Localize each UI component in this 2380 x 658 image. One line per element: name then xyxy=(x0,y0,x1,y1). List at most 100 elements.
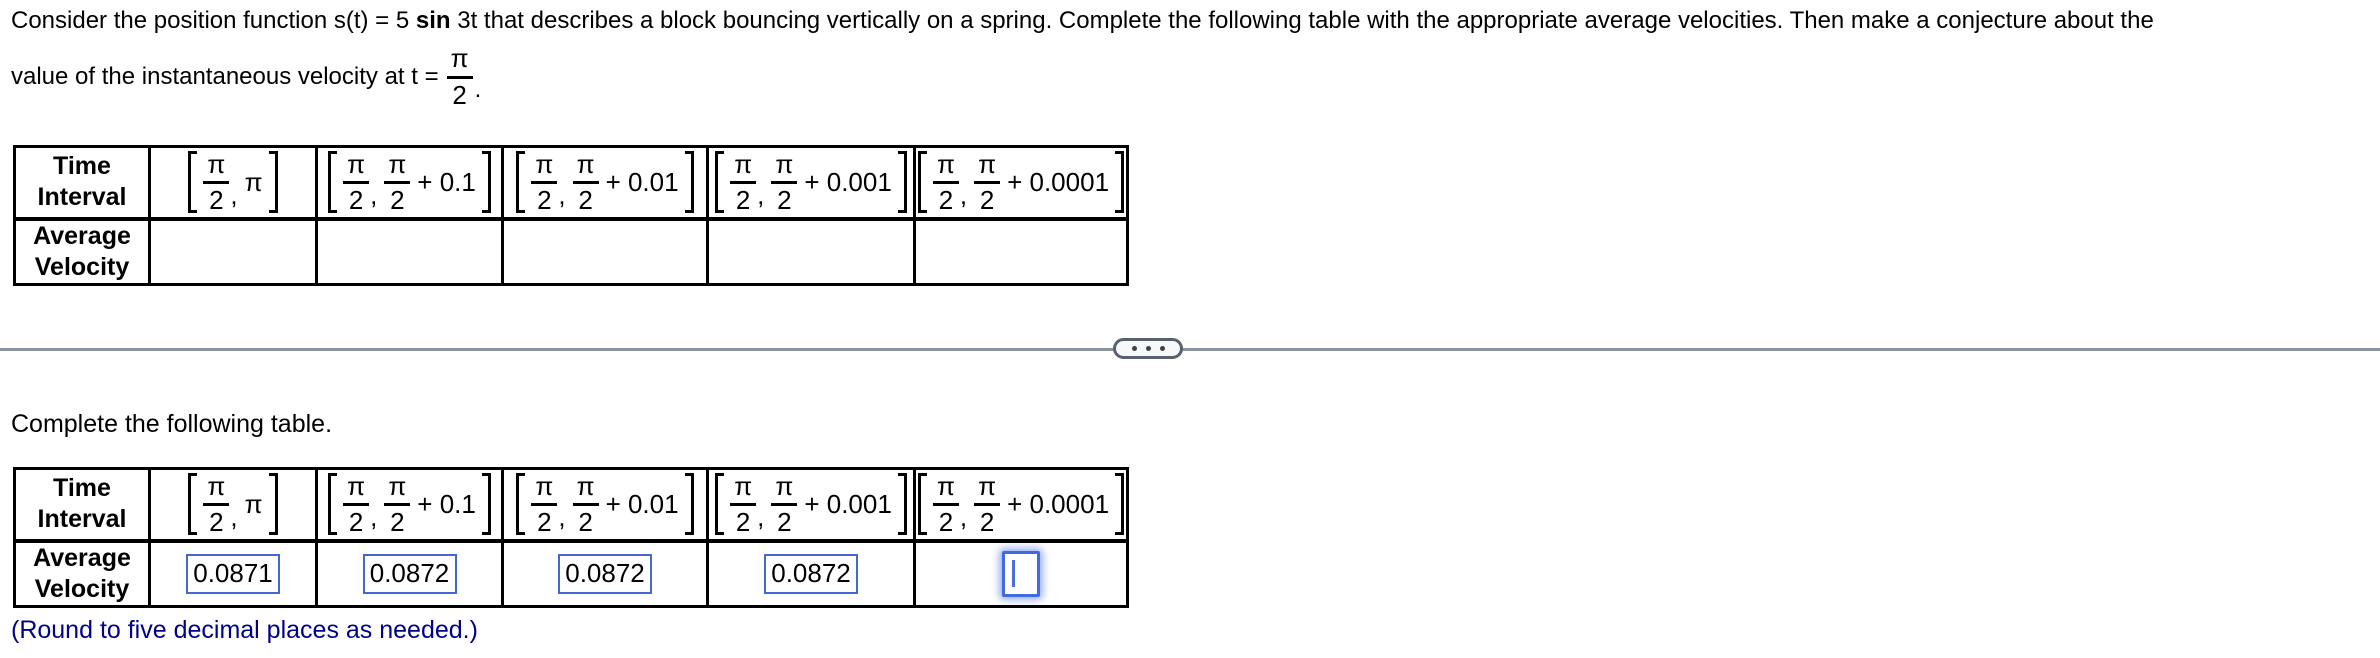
statement-text: 3t that describes a block bouncing verti… xyxy=(450,7,2154,34)
right-bracket-icon xyxy=(1115,473,1125,536)
average-velocity-input-5-active[interactable] xyxy=(1002,550,1040,597)
average-velocity-input-1[interactable]: 0.0871 xyxy=(186,553,280,594)
interval-addend: + 0.001 xyxy=(804,488,892,519)
statement-text: value of the instantaneous velocity at t… xyxy=(11,63,439,90)
right-bracket-icon xyxy=(684,151,694,214)
left-bracket-icon xyxy=(917,151,927,214)
empty-velocity-cell xyxy=(315,217,504,286)
comma: , xyxy=(370,179,378,210)
interval-endpoint-pi: π xyxy=(244,488,263,519)
interval-addend: + 0.01 xyxy=(605,488,679,519)
velocity-answer-cell: 0.0872 xyxy=(501,539,709,608)
ellipsis-icon xyxy=(1131,346,1137,351)
right-bracket-icon xyxy=(897,473,907,536)
problem-statement-line1: Consider the position function s(t) = 5 … xyxy=(11,7,2154,35)
average-velocity-input-4[interactable]: 0.0872 xyxy=(764,553,858,594)
comma: , xyxy=(959,501,968,532)
comma: , xyxy=(370,501,378,532)
right-bracket-icon xyxy=(268,473,278,536)
right-bracket-icon xyxy=(268,151,278,214)
statement-bold-sin: sin xyxy=(415,7,451,34)
period: . xyxy=(474,76,482,103)
interval-addend: + 0.1 xyxy=(417,166,476,197)
right-bracket-icon xyxy=(897,151,907,214)
left-bracket-icon xyxy=(516,473,526,536)
right-bracket-icon xyxy=(684,473,694,536)
empty-velocity-cell xyxy=(501,217,709,286)
ellipsis-icon xyxy=(1159,346,1165,351)
left-bracket-icon xyxy=(328,151,338,214)
left-bracket-icon xyxy=(917,473,927,536)
rounding-note: (Round to five decimal places as needed.… xyxy=(11,616,478,644)
ellipsis-icon xyxy=(1145,346,1151,351)
average-velocity-input-3[interactable]: 0.0872 xyxy=(558,553,652,594)
right-bracket-icon xyxy=(1115,151,1125,214)
left-bracket-icon xyxy=(715,473,725,536)
left-bracket-icon xyxy=(328,473,338,536)
velocity-answer-cell: 0.0872 xyxy=(706,539,916,608)
fraction-denominator: 2 xyxy=(452,80,467,110)
velocity-answer-cell xyxy=(913,539,1129,608)
empty-velocity-cell xyxy=(913,217,1129,286)
interval-addend: + 0.001 xyxy=(804,166,892,197)
comma: , xyxy=(757,179,765,210)
problem-statement-line2: value of the instantaneous velocity at t… xyxy=(11,44,482,110)
empty-velocity-cell xyxy=(148,217,318,286)
divider-ellipsis-button[interactable] xyxy=(1113,338,1183,359)
comma: , xyxy=(757,501,765,532)
comma: , xyxy=(230,179,238,210)
interval-addend: + 0.0001 xyxy=(1007,488,1110,519)
comma: , xyxy=(230,501,238,532)
interval-addend: + 0.1 xyxy=(417,488,476,519)
left-bracket-icon xyxy=(188,151,198,214)
answer-prompt: Complete the following table. xyxy=(11,410,333,438)
comma: , xyxy=(558,501,566,532)
statement-text: Consider the position function s(t) = 5 xyxy=(11,7,416,34)
comma: , xyxy=(959,179,968,210)
left-bracket-icon xyxy=(715,151,725,214)
interval-endpoint-pi: π xyxy=(244,166,263,197)
left-bracket-icon xyxy=(516,151,526,214)
right-bracket-icon xyxy=(481,151,491,214)
right-bracket-icon xyxy=(481,473,491,536)
velocity-answer-cell: 0.0872 xyxy=(315,539,504,608)
fraction-numerator: π xyxy=(446,44,473,79)
velocity-answer-cell: 0.0871 xyxy=(148,539,318,608)
interval-addend: + 0.0001 xyxy=(1007,166,1110,197)
section-divider xyxy=(0,348,2380,351)
average-velocity-input-2[interactable]: 0.0872 xyxy=(362,553,457,594)
